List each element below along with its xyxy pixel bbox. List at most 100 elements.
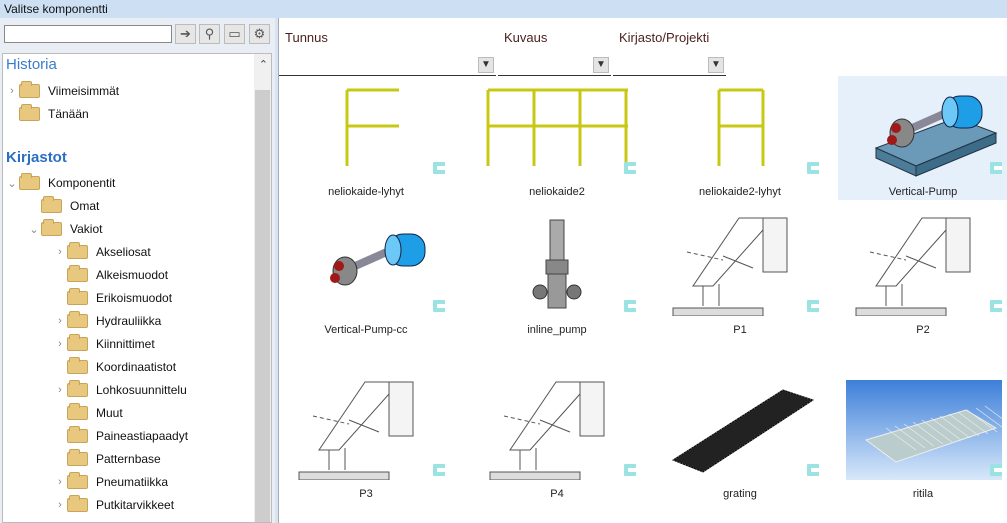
folder-icon	[19, 173, 40, 190]
component-tile[interactable]: Vertical-Pump-cc	[281, 214, 451, 338]
folder-icon	[67, 426, 88, 443]
chevron-right-icon[interactable]: ›	[58, 499, 62, 511]
chevron-down-icon[interactable]: ⌄	[7, 177, 17, 190]
tree-item[interactable]: ›Hydrauliikka	[53, 311, 161, 331]
folder-icon	[67, 334, 88, 351]
component-tile[interactable]: neliokaide-lyhyt	[281, 76, 451, 200]
folder-icon	[67, 403, 88, 420]
tree-item[interactable]: Koordinaatistot	[53, 357, 176, 377]
chevron-down-icon[interactable]: ⌄	[29, 223, 39, 236]
tree-item-label: Tänään	[48, 107, 89, 121]
component-name: P3	[359, 488, 373, 500]
component-name: neliokaide-lyhyt	[328, 186, 404, 198]
component-type-icon	[433, 464, 445, 476]
component-tile[interactable]: grating	[655, 378, 825, 502]
component-thumbnail	[663, 78, 819, 178]
component-tile[interactable]: P2	[838, 214, 1007, 338]
component-name: P1	[733, 324, 747, 336]
column-tunnus[interactable]: Tunnus▼	[279, 22, 496, 76]
magnifier-icon[interactable]: ⚲	[199, 24, 220, 44]
component-type-icon	[990, 300, 1002, 312]
tree-item-label: Komponentit	[48, 176, 116, 190]
component-panel: Tunnus▼ Kuvaus ▼ Kirjasto/Projekti▼ nelio…	[278, 18, 1007, 523]
tree-item-label: Alkeismuodot	[96, 268, 169, 282]
component-type-icon	[807, 162, 819, 174]
folder-icon	[67, 495, 88, 512]
component-tile[interactable]: P3	[281, 378, 451, 502]
component-thumbnail	[480, 78, 636, 178]
component-tile[interactable]: P1	[655, 214, 825, 338]
component-name: neliokaide2-lyhyt	[699, 186, 781, 198]
component-name: inline_pump	[527, 324, 587, 336]
tree-item[interactable]: Omat	[27, 196, 99, 216]
folder-icon	[41, 219, 62, 236]
window-title: Valitse komponentti	[0, 0, 1007, 18]
folder-icon	[67, 472, 88, 489]
chevron-right-icon[interactable]: ›	[58, 246, 62, 258]
folder-icon	[67, 242, 88, 259]
tree-item[interactable]: Tänään	[5, 104, 89, 124]
tree-item-label: Pneumatiikka	[96, 475, 169, 489]
component-thumbnail	[846, 380, 1007, 480]
filter-icon[interactable]: ▼	[593, 57, 609, 73]
tree-item[interactable]: ⌄ Komponentit	[5, 173, 115, 193]
tree-item[interactable]: › Viimeisimmät	[5, 81, 119, 101]
component-name: neliokaide2	[529, 186, 585, 198]
chevron-right-icon[interactable]: ›	[58, 338, 62, 350]
chevron-right-icon[interactable]: ›	[58, 476, 62, 488]
tree-item-label: Kiinnittimet	[96, 337, 155, 351]
tree-item-label: Muut	[96, 406, 123, 420]
component-name: P2	[916, 324, 930, 336]
folder-icon	[19, 104, 40, 121]
tree-item-label: Lohkosuunnittelu	[96, 383, 187, 397]
gear-icon[interactable]: ⚙	[249, 24, 270, 44]
tree-item[interactable]: Muut	[53, 403, 123, 423]
component-type-icon	[433, 162, 445, 174]
tree-item[interactable]: › Pneumatiikka	[53, 472, 168, 492]
tree-item-label: Erikoismuodot	[96, 291, 173, 305]
folder-icon	[67, 288, 88, 305]
tree-item-label: Viimeisimmät	[48, 84, 120, 98]
section-heading: Historia	[6, 56, 57, 73]
component-thumbnail	[480, 216, 636, 316]
column-kuvaus[interactable]: Kuvaus ▼	[498, 22, 611, 76]
tree-item[interactable]: Patternbase	[53, 449, 161, 469]
filter-icon[interactable]: ▼	[708, 57, 724, 73]
component-type-icon	[433, 300, 445, 312]
tree-item-label: Paineastiapaadyt	[96, 429, 189, 443]
tree-item[interactable]: Erikoismuodot	[53, 288, 172, 308]
tree-item[interactable]: Alkeismuodot	[53, 265, 168, 285]
section-heading: Kirjastot	[6, 149, 67, 166]
component-tile[interactable]: neliokaide2-lyhyt	[655, 76, 825, 200]
component-thumbnail	[846, 216, 1002, 317]
chevron-right-icon[interactable]: ›	[58, 315, 62, 327]
folder-open-icon[interactable]: ▭	[224, 24, 245, 44]
component-thumbnail	[663, 380, 819, 480]
column-kirjasto-projekti[interactable]: Kirjasto/Projekti▼	[613, 22, 726, 76]
tree-scrollbar[interactable]: ⌃	[254, 54, 271, 522]
tree-item[interactable]: ›Akseliosat	[53, 242, 151, 262]
tree-item[interactable]: › Kiinnittimet	[53, 334, 155, 354]
component-tile[interactable]: ritila	[838, 378, 1007, 502]
component-name: grating	[723, 488, 757, 500]
component-tile[interactable]: P4	[472, 378, 642, 502]
folder-icon	[67, 311, 88, 328]
tree-item[interactable]: › Lohkosuunnittelu	[53, 380, 187, 400]
tree-item[interactable]: ›Putkitarvikkeet	[53, 495, 174, 515]
component-thumbnail	[289, 78, 445, 178]
component-tile[interactable]: inline_pump	[472, 214, 642, 338]
tree-item[interactable]: Paineastiapaadyt	[53, 426, 188, 446]
component-tile[interactable]: neliokaide2	[472, 76, 642, 200]
tree-item-label: Omat	[70, 199, 100, 213]
scrollbar-thumb[interactable]	[255, 90, 270, 522]
column-label: Kuvaus	[504, 30, 548, 45]
search-input[interactable]	[4, 25, 172, 43]
arrow-right-icon[interactable]: ➔	[175, 24, 196, 44]
component-tile[interactable]: Vertical-Pump	[838, 76, 1007, 200]
scroll-up-icon[interactable]: ⌃	[258, 59, 268, 71]
filter-icon[interactable]: ▼	[478, 57, 494, 73]
folder-icon	[67, 380, 88, 397]
tree-item[interactable]: ⌄Vakiot	[27, 219, 102, 239]
chevron-right-icon[interactable]: ›	[10, 85, 14, 97]
chevron-right-icon[interactable]: ›	[58, 384, 62, 396]
